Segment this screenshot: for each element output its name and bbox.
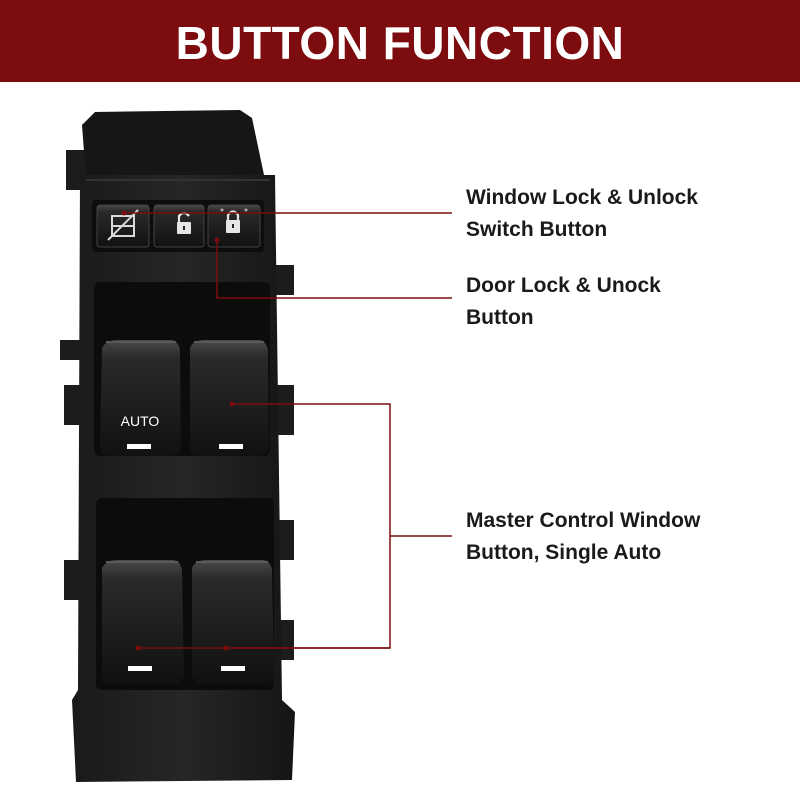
auto-label: AUTO	[121, 413, 160, 429]
window-switch-front-right[interactable]	[190, 340, 269, 456]
callout-line: Switch Button	[466, 218, 608, 241]
door-unlock-button[interactable]	[153, 204, 205, 248]
indicator-bar	[127, 444, 151, 449]
callout-master-control: Master Control Window Button, Single Aut…	[466, 505, 700, 569]
door-lock-button[interactable]	[207, 204, 261, 248]
callout-line: Door Lock & Unock	[466, 274, 661, 297]
callout-line: Button	[466, 306, 534, 329]
side-clips	[60, 150, 294, 660]
page-title: BUTTON FUNCTION	[175, 17, 625, 69]
window-lock-button[interactable]	[96, 204, 150, 248]
window-switch-rear-right[interactable]	[192, 560, 274, 684]
indicator-bar	[128, 666, 152, 671]
leader-lines	[124, 212, 452, 649]
callout-window-lock: Window Lock & Unlock Switch Button	[466, 182, 698, 246]
callout-line: Button, Single Auto	[466, 541, 662, 564]
indicator-bar	[221, 666, 245, 671]
switch-body	[72, 175, 295, 782]
callout-door-lock: Door Lock & Unock Button	[466, 270, 661, 334]
top-cap	[82, 110, 264, 178]
callout-line: Window Lock & Unlock	[466, 186, 698, 209]
window-switch-front-left[interactable]: AUTO	[100, 340, 181, 456]
window-switch-rear-left[interactable]	[102, 560, 184, 684]
window-lock-crossed-icon	[107, 209, 139, 241]
callout-line: Master Control Window	[466, 509, 701, 532]
padlock-closed-icon	[226, 210, 240, 233]
header-banner	[0, 0, 800, 82]
indicator-bar	[219, 444, 243, 449]
